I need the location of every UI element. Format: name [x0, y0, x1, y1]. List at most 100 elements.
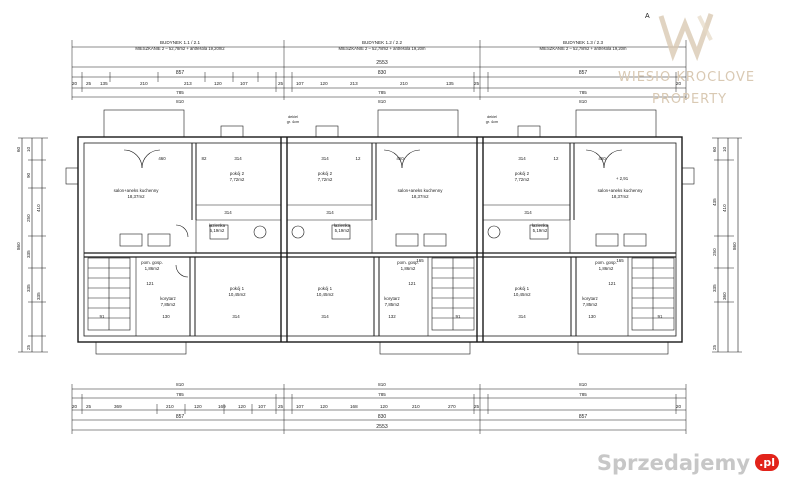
dim-left: 335: [26, 284, 31, 292]
room-pokoj1-area: 10,45m2: [316, 292, 334, 297]
room-pokoj1-label: pokój 1: [515, 286, 530, 291]
dim-810-bottom: 810: [378, 382, 386, 387]
room-korytarz-label: korytarz: [160, 296, 176, 301]
room-pokoj1-area: 10,45m2: [513, 292, 531, 297]
dim-chain-bottom: 25: [474, 404, 480, 409]
room-salon-area: 18,37m2: [411, 194, 429, 199]
dim-785-bottom: 785: [176, 392, 184, 397]
dim-121: 121: [608, 281, 616, 286]
dim-314: 314: [232, 314, 240, 319]
dim-314: 314: [321, 156, 329, 161]
brand-suffix-badge: .pl: [755, 454, 779, 471]
dim-314: 314: [518, 314, 526, 319]
dim-130: 130: [588, 314, 596, 319]
dim-314: 314: [224, 210, 232, 215]
dim-chain-bottom: 120: [380, 404, 388, 409]
dim-165: 165: [416, 258, 424, 263]
dim-chain-bottom: 120: [320, 404, 328, 409]
dim-chain-bottom: 107: [296, 404, 304, 409]
dim-314: 314: [524, 210, 532, 215]
dim-left: 410: [36, 204, 41, 212]
room-lazienka-area: 5,19m2: [210, 228, 225, 233]
room-lazienka-area: 5,19m2: [533, 228, 548, 233]
dim-left-overall: 860: [16, 242, 21, 250]
dim-chain-bottom: 270: [448, 404, 456, 409]
room-salon-area: 18,37m2: [127, 194, 145, 199]
dim-810-top: 810: [579, 99, 587, 104]
dim-right-overall: 860: [732, 242, 737, 250]
dim-314: 314: [518, 156, 526, 161]
dim-right: 10: [722, 146, 727, 152]
dim-12: 12: [554, 156, 559, 161]
dim-overall-bottom: 2553: [376, 424, 388, 430]
dim-82: 82: [202, 156, 207, 161]
watermark-line-2: PROPERTY: [652, 92, 728, 107]
room-gosp-area: 1,86m2: [145, 266, 160, 271]
room-pokoj2-area: 7,72m2: [230, 177, 245, 182]
watermark-logo-icon: [658, 13, 714, 62]
dim-chain-top: 213: [350, 81, 358, 86]
dim-unit-2-bottom: 830: [378, 414, 387, 420]
window-note: gr. 4cm: [486, 120, 498, 124]
dim-chain-top: 107: [296, 81, 304, 86]
dim-810-bottom: 810: [176, 382, 184, 387]
unit-2-area-line: MIESZKANIE 2 – 52,78m2 + antresola 19,20…: [339, 46, 426, 51]
dim-785-bottom: 785: [378, 392, 386, 397]
room-gosp-label: pom. gosp.: [595, 260, 617, 265]
dim-121: 121: [408, 281, 416, 286]
dim-chain-top: 210: [400, 81, 408, 86]
dim-121: 121: [146, 281, 154, 286]
dim-chain-bottom: 120: [238, 404, 246, 409]
dim-chain-bottom: 169: [218, 404, 226, 409]
unit-3-area-line: MIESZKANIE 2 – 52,78m2 + antresola 19,20…: [540, 46, 627, 51]
dim-chain-top: 20: [72, 81, 78, 86]
dim-12: 12: [356, 156, 361, 161]
dim-785-top: 785: [579, 90, 587, 95]
dim-chain-bottom: 20: [72, 404, 78, 409]
dim-chain-top: 25: [278, 81, 284, 86]
room-lazienka-label: łazienka: [334, 223, 351, 228]
room-pokoj2-area: 7,72m2: [515, 177, 530, 182]
dim-chain-top: 135: [446, 81, 454, 86]
dim-460: 460: [158, 156, 166, 161]
room-gosp-label: pom. gosp.: [141, 260, 163, 265]
dim-chain-bottom: 369: [114, 404, 122, 409]
unit-1-area-line: MIESZKANIE 2 – 52,78m2 + antresola 19,20…: [135, 46, 225, 51]
room-salon-label: salon+aneks kuchenny: [114, 188, 160, 193]
dim-chain-bottom: 20: [676, 404, 682, 409]
room-korytarz-area: 7,85m2: [583, 302, 598, 307]
dim-chain-top: 213: [184, 81, 192, 86]
window-tag: dekiel: [288, 115, 298, 119]
dim-460: 460: [598, 156, 606, 161]
dim-chain-bottom: 168: [350, 404, 358, 409]
dim-314: 314: [234, 156, 242, 161]
room-gosp-label: pom. gosp.: [397, 260, 419, 265]
dim-785-bottom: 785: [579, 392, 587, 397]
dim-chain-top: 25: [86, 81, 92, 86]
dim-chain-top: 20: [676, 81, 682, 86]
dim-left: 90: [26, 172, 31, 178]
unit-2-building-label: BUDYNEK 1.2 / 2.2: [362, 40, 403, 45]
dim-785-top: 785: [176, 90, 184, 95]
room-pokoj1-area: 10,45m2: [228, 292, 246, 297]
dim-right: 335: [712, 284, 717, 292]
unit-1-building-label: BUDYNEK 1.1 / 2.1: [160, 40, 201, 45]
dim-overall-top: 2553: [376, 60, 388, 66]
dim-chain-bottom: 25: [86, 404, 92, 409]
dim-chain-bottom: 107: [258, 404, 266, 409]
dim-91: 91: [456, 314, 461, 319]
dim-right: 410: [722, 204, 727, 212]
dim-130: 130: [162, 314, 170, 319]
dim-right: 360: [722, 292, 727, 300]
dim-left: 60: [16, 146, 21, 152]
window-tag: dekiel: [487, 115, 497, 119]
brand-watermark: Sprzedajemy .pl: [597, 451, 779, 475]
room-gosp-area: 1,86m2: [599, 266, 614, 271]
dim-left: 10: [26, 146, 31, 152]
dim-chain-bottom: 210: [166, 404, 174, 409]
dim-right: 435: [712, 198, 717, 206]
dim-810-bottom: 810: [579, 382, 587, 387]
dim-165: 165: [616, 258, 624, 263]
room-lazienka-label: łazienka: [209, 223, 226, 228]
